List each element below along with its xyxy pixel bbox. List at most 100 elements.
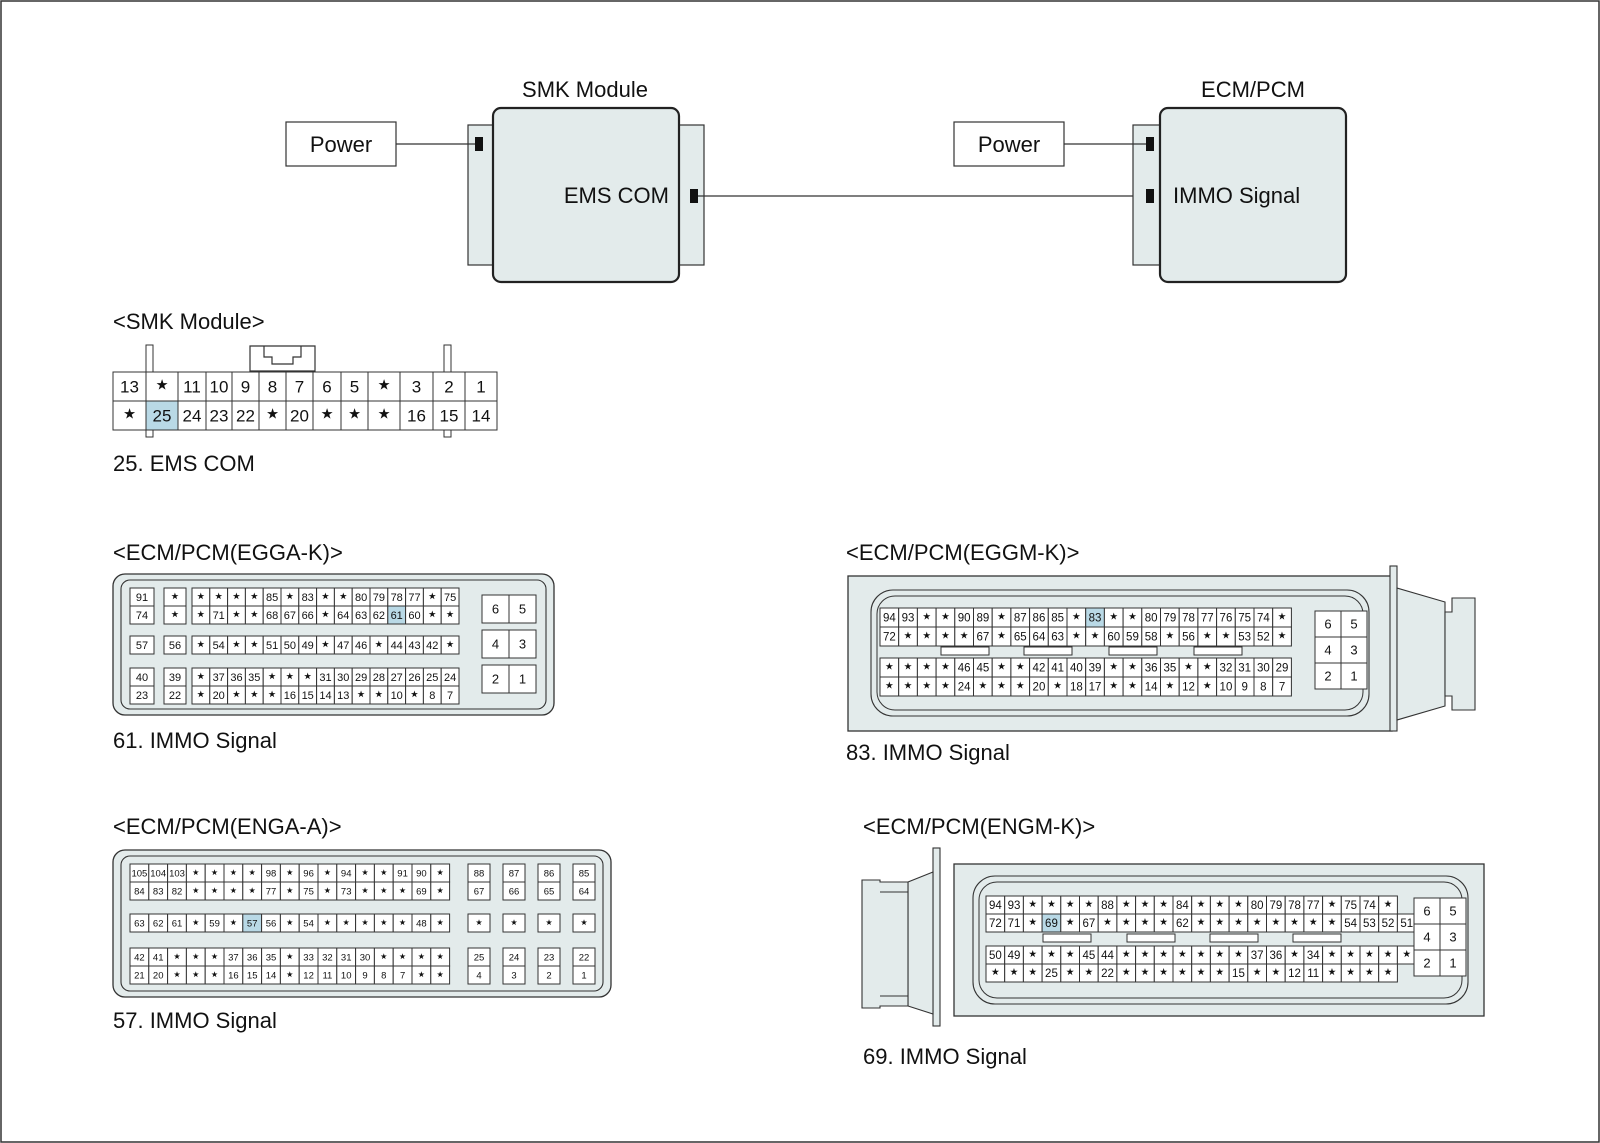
pin-label: ⋆ <box>169 585 181 606</box>
pin-label: 44 <box>391 640 403 652</box>
pin-40: 40 <box>129 667 155 687</box>
engm-key-slot <box>1126 933 1176 943</box>
pin-label: 6 <box>492 602 499 617</box>
pin-label: ⋆ <box>1158 943 1170 965</box>
pin-unused: ⋆ <box>340 398 369 431</box>
pin-unused: ⋆ <box>985 961 1006 983</box>
pin-5: 5 <box>508 594 537 624</box>
pin-label: ⋆ <box>1158 961 1170 983</box>
pin-82: 82 <box>167 881 187 901</box>
pin-label: ⋆ <box>1027 961 1039 983</box>
pin-label: ⋆ <box>1251 911 1263 933</box>
pin-unused: ⋆ <box>1060 911 1081 933</box>
eggm-key-slot <box>1108 646 1158 656</box>
pin-cell <box>1378 963 1398 983</box>
pin-label: 80 <box>1251 900 1264 912</box>
pin-label: ⋆ <box>373 683 385 704</box>
pin-label: 31 <box>341 952 352 963</box>
pin-17: 17 <box>1085 676 1105 697</box>
pin-57: 57 <box>242 913 263 933</box>
pin-12: 12 <box>1284 963 1305 983</box>
pin-2: 2 <box>432 371 466 402</box>
engm-key-slot <box>1042 933 1092 943</box>
pin-label: ⋆ <box>1382 943 1394 965</box>
pin-42: 42 <box>422 635 442 655</box>
ecm-box <box>1158 106 1348 284</box>
pin-label: ⋆ <box>939 625 951 647</box>
pin-label: 67 <box>976 632 989 644</box>
pin-unused: ⋆ <box>1060 943 1081 965</box>
pin-unused: ⋆ <box>367 369 401 402</box>
pin-cell <box>481 594 510 624</box>
pin-67: 67 <box>1079 913 1099 933</box>
smk-connector-title: <SMK Module> <box>113 309 265 334</box>
pin-label: ⋆ <box>248 633 260 654</box>
pin-cell <box>464 371 498 402</box>
pin-13: 13 <box>112 371 147 402</box>
pin-label: 85 <box>1051 613 1064 625</box>
pin-label: ⋆ <box>210 965 220 983</box>
pin-1: 1 <box>572 965 596 985</box>
pin-25: 25 <box>145 400 179 431</box>
pin-21: 21 <box>129 965 150 985</box>
pin-2: 2 <box>1314 662 1342 690</box>
pin-label: 41 <box>153 952 164 963</box>
engm-lever-end <box>861 879 909 1009</box>
pin-24: 24 <box>954 676 974 697</box>
pin-9: 9 <box>1234 676 1255 697</box>
pin-label: 94 <box>989 900 1002 912</box>
pin-85: 85 <box>572 863 596 883</box>
pin-label: ⋆ <box>337 585 349 606</box>
pin-label: 25 <box>426 672 438 684</box>
pin-label: 72 <box>989 918 1002 930</box>
pin-label: 64 <box>337 610 349 622</box>
pin-label: ⋆ <box>883 656 895 678</box>
pin-51: 51 <box>262 635 282 655</box>
pin-label: 86 <box>544 868 555 879</box>
pin-label: ⋆ <box>989 961 1001 983</box>
pin-label: ⋆ <box>921 656 933 678</box>
pin-75: 75 <box>440 587 460 607</box>
pin-label: 80 <box>355 592 367 604</box>
pin-label: ⋆ <box>1158 893 1170 915</box>
pin-75: 75 <box>1340 895 1361 915</box>
pin-label: 87 <box>509 868 520 879</box>
pin-label: 54 <box>1344 918 1357 930</box>
pin-label: 47 <box>337 640 349 652</box>
pin-unused: ⋆ <box>1085 625 1105 647</box>
pin-label: 33 <box>303 952 314 963</box>
pin-label: ⋆ <box>1288 943 1300 965</box>
pin-104: 104 <box>148 863 169 883</box>
pin-label: ⋆ <box>1326 961 1338 983</box>
pin-unused: ⋆ <box>935 625 956 647</box>
pin-label: 6 <box>322 378 331 397</box>
enga-connector-caption: 57. IMMO Signal <box>113 1008 277 1033</box>
pin-69: 69 <box>1041 913 1062 933</box>
pin-label: 75 <box>303 886 314 897</box>
pin-label: ⋆ <box>1182 656 1194 678</box>
pin-label: ⋆ <box>375 398 393 430</box>
pin-label: ⋆ <box>247 881 257 899</box>
pin-label: ⋆ <box>1064 893 1076 915</box>
pin-20: 20 <box>209 685 229 705</box>
pin-unused: ⋆ <box>227 633 246 655</box>
pin-unused: ⋆ <box>279 947 300 967</box>
pin-22: 22 <box>231 400 260 431</box>
pin-label: 65 <box>1014 632 1027 644</box>
pin-6: 6 <box>481 594 510 624</box>
pin-label: 20 <box>153 970 164 981</box>
pin-4: 4 <box>481 629 510 659</box>
pin-label: 60 <box>1107 632 1120 644</box>
pin-label: 30 <box>1257 663 1270 675</box>
pin-label: 59 <box>1126 632 1139 644</box>
pin-unused: ⋆ <box>1322 911 1342 933</box>
pin-label: 15 <box>247 970 258 981</box>
pin-label: ⋆ <box>1126 656 1138 678</box>
engm-key-slot <box>1292 933 1342 943</box>
pin-unused: ⋆ <box>1378 961 1398 983</box>
pin-label: ⋆ <box>1382 893 1394 915</box>
pin-label: ⋆ <box>1126 675 1138 697</box>
pin-35: 35 <box>261 947 281 967</box>
pin-cell <box>467 881 491 901</box>
pin-label: 56 <box>1182 632 1195 644</box>
